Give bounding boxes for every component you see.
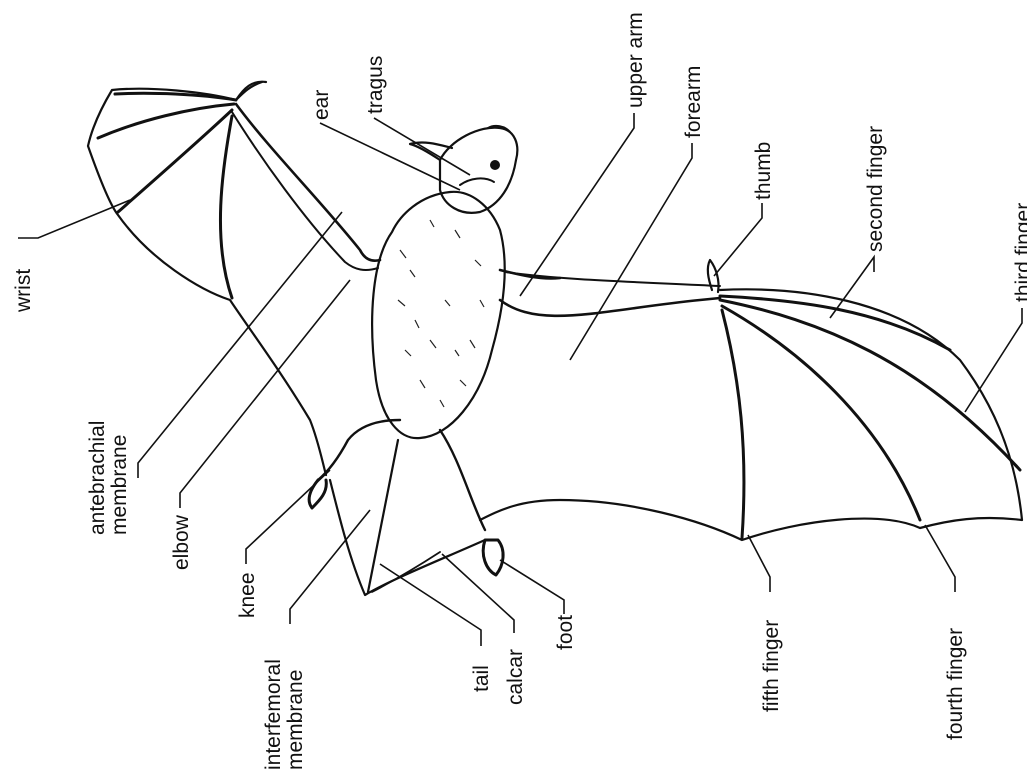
label-antebrachial-1: antebrachial (86, 421, 109, 535)
label-interfemoral-2: membrane (284, 670, 307, 770)
label-foot: foot (554, 615, 577, 650)
leader-third-finger (965, 308, 1022, 412)
right-wing-membrane (480, 289, 1022, 540)
label-upper-arm: upper arm (624, 12, 647, 108)
label-tragus: tragus (364, 56, 387, 114)
right-fifth-finger (722, 310, 744, 538)
bat-body (372, 192, 505, 438)
leader-tragus (374, 118, 470, 175)
leader-fourth-finger (925, 525, 955, 592)
left-wing-third-finger (98, 104, 234, 138)
tail (368, 440, 398, 592)
left-forearm (236, 104, 380, 261)
left-leg (318, 420, 400, 480)
label-wrist: wrist (12, 269, 35, 313)
label-fifth-finger: fifth finger (760, 620, 783, 712)
leader-thumb (714, 203, 762, 276)
right-second-finger (720, 296, 950, 350)
right-thumb (708, 260, 719, 292)
bat-eye (490, 160, 500, 170)
leader-fifth-finger (748, 535, 770, 592)
label-second-finger: second finger (864, 126, 887, 252)
leader-calcar (442, 554, 514, 633)
label-tail: tail (470, 665, 493, 692)
left-wing-membrane (88, 82, 326, 475)
label-elbow: elbow (170, 514, 193, 570)
labels: wrist antebrachial membrane elbow knee i… (12, 12, 1027, 770)
leader-antebrachial (138, 212, 342, 478)
leader-upper-arm (520, 113, 634, 296)
fur-texture (398, 220, 484, 407)
leader-forearm (570, 143, 692, 360)
right-fourth-finger (722, 306, 920, 520)
leader-foot (500, 560, 564, 614)
leader-knee (246, 470, 330, 564)
left-wing-second-finger (115, 93, 236, 100)
right-foot (483, 540, 503, 575)
right-third-finger (720, 300, 1020, 470)
label-ear: ear (310, 90, 333, 120)
label-knee: knee (236, 572, 259, 618)
label-fourth-finger: fourth finger (944, 628, 967, 740)
label-third-finger: third finger (1012, 203, 1027, 302)
left-thumb (236, 82, 266, 100)
label-forearm: forearm (682, 66, 705, 138)
leader-second-finger (830, 257, 874, 318)
calcar (372, 552, 440, 592)
label-antebrachial-2: membrane (108, 435, 131, 535)
label-calcar: calcar (504, 649, 527, 705)
label-interfemoral-1: interfemoral (262, 659, 285, 770)
bat-mouth (460, 178, 494, 185)
right-leg (440, 430, 485, 530)
left-foot (309, 480, 326, 508)
interfemoral-membrane (330, 480, 485, 595)
left-wing-fifth-finger (220, 116, 232, 298)
right-forearm (500, 298, 720, 316)
label-thumb: thumb (752, 142, 775, 200)
leader-interfemoral (290, 510, 370, 624)
right-forearm-upper (505, 272, 720, 286)
